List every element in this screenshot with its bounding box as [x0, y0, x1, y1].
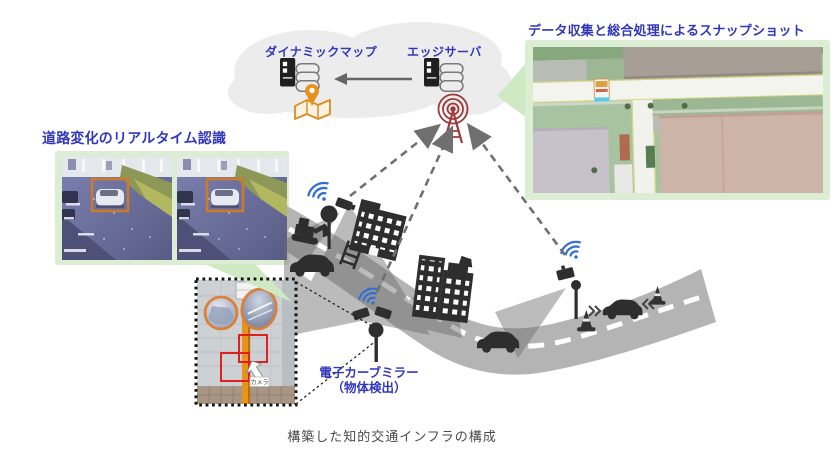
snapshot-map-image [533, 47, 823, 193]
motion-chevrons [588, 298, 655, 317]
snapshot-panel-title: データ収集と総合処理によるスナップショット [528, 23, 805, 38]
building-icon-tall [411, 254, 474, 324]
antenna-icon [437, 93, 469, 144]
curve-mirror-label-line2: （物体検出） [331, 381, 407, 395]
camera-pole-center [352, 284, 392, 362]
figure-caption: 構築した知的交通インフラの構成 [287, 429, 497, 444]
realtime-panel-title: 道路変化のリアルタイム認識 [42, 130, 227, 146]
realtime-callout-tail [205, 264, 292, 302]
curve-mirror-label: 電子カーブミラー （物体検出） [314, 366, 424, 396]
mirror-pole [242, 299, 250, 404]
arrow-edge-to-map [334, 73, 412, 85]
road [287, 206, 716, 375]
zoom-connector-lines [295, 281, 378, 405]
uplink-arrows [349, 122, 567, 293]
edge-server-label: エッジサーバ [407, 45, 482, 59]
cloud-shape [228, 22, 512, 118]
map-pin-icon [305, 84, 319, 106]
wifi-icon-left [304, 178, 336, 208]
excavator-icon [291, 217, 330, 245]
camera-tag-label: カメラ [250, 379, 268, 386]
convex-mirror-left [203, 295, 239, 331]
curve-mirror-photo: カメラ [197, 279, 295, 404]
dynamic-map-label: ダイナミックマップ [265, 45, 378, 59]
convex-mirror-right [240, 287, 278, 331]
realtime-panel [55, 151, 289, 265]
camera-pole-right [556, 237, 588, 319]
camera-frame-1 [60, 155, 174, 262]
camera-pole-left [304, 178, 356, 249]
truck-icon [593, 78, 610, 102]
camera-frame-2 [175, 155, 289, 262]
snapshot-panel [497, 40, 830, 200]
photo-dotted-border [194, 277, 298, 407]
building-icon-small [348, 199, 407, 262]
snapshot-callout-tail [497, 62, 527, 118]
curve-mirror-label-line1: 電子カーブミラー [319, 366, 419, 380]
